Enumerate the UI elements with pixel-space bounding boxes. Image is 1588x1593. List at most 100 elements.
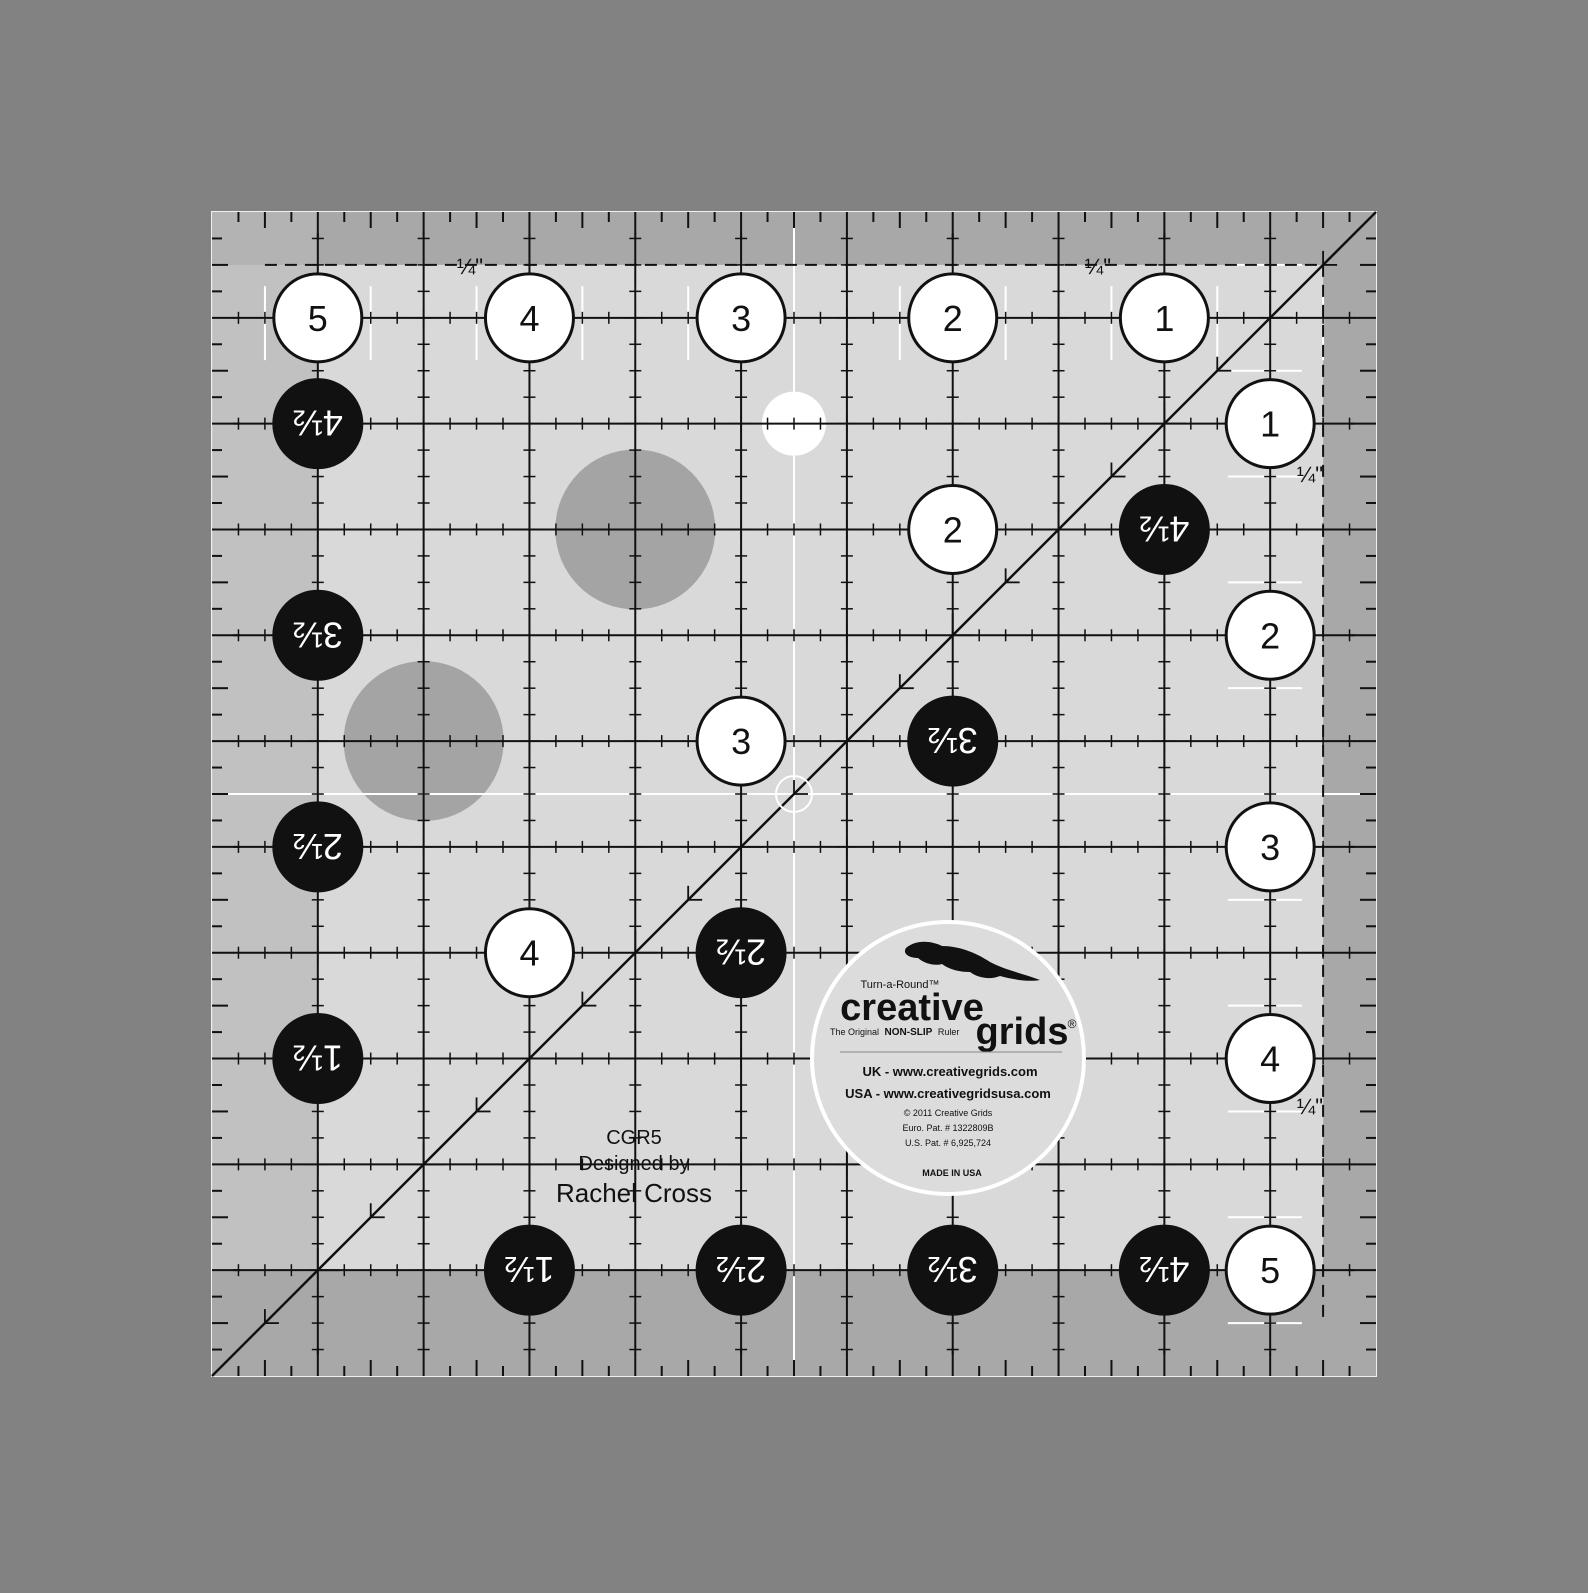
marker-bottom-half-1-label: 1½ [504, 1249, 554, 1290]
marker-diagonal-white-3: 3 [695, 695, 787, 787]
logo-subtitle-post: Ruler [938, 1027, 960, 1037]
marker-right-5-label: 5 [1260, 1250, 1280, 1291]
logo-subtitle-pre: The Original [830, 1027, 879, 1037]
marker-bottom-half-2-disc [695, 1224, 787, 1316]
marker-top-3: 3 [695, 272, 787, 364]
logo-brand-grids: grids [976, 1011, 1069, 1053]
marker-top-4: 4 [483, 272, 575, 364]
marker-right-2: 2 [1224, 589, 1316, 681]
quarter-inch-label-top-left: ¼" [457, 254, 483, 279]
marker-top-4-label: 4 [519, 298, 539, 339]
marker-bottom-half-2-label: 2½ [716, 1249, 766, 1290]
marker-top-5-label: 5 [308, 298, 328, 339]
designer-name: Rachel Cross [556, 1178, 712, 1208]
marker-diagonal-white-4-disc [483, 907, 575, 999]
marker-left-half-3: 2½ [272, 801, 364, 893]
marker-right-3-label: 3 [1260, 827, 1280, 868]
marker-left-half-1-disc [272, 378, 364, 470]
marker-diagonal-white-4-label: 4 [519, 933, 539, 974]
marker-right-5: 5 [1224, 1224, 1316, 1316]
marker-diagonal-black-3-label: 2½ [716, 932, 766, 973]
marker-right-3-disc [1224, 801, 1316, 893]
marker-right-5-disc [1224, 1224, 1316, 1316]
marker-diagonal-black-2-disc [907, 695, 999, 787]
logo-subtitle-bold: NON-SLIP [885, 1027, 933, 1038]
marker-right-4-disc [1224, 1013, 1316, 1105]
marker-right-4: 4 [1224, 1013, 1316, 1105]
marker-bottom-half-4-label: 4½ [1139, 1249, 1189, 1290]
quarter-inch-label-right-lower: ¼" [1297, 1094, 1323, 1119]
marker-left-half-2-disc [272, 589, 364, 681]
marker-right-3: 3 [1224, 801, 1316, 893]
quarter-inch-label-top-right: ¼" [1085, 254, 1111, 279]
ruler-number-markers: 5 4 3 2 1 1 2 3 4 5 4½ 3½ 2½ 1½ 1½ 2½ 3½ 4½ 2 3 4 4½ 3½ 2½ [272, 272, 1316, 1316]
designed-by-label: Designed by [578, 1153, 689, 1175]
marker-diagonal-white-2-disc [907, 483, 999, 575]
marker-top-3-disc [695, 272, 787, 364]
logo-us-patent: U.S. Pat. # 6,925,724 [905, 1138, 991, 1148]
logo-uk-website: UK - www.creativegrids.com [862, 1064, 1037, 1079]
logo-usa-website: USA - www.creativegridsusa.com [845, 1086, 1051, 1101]
marker-diagonal-white-3-disc [695, 695, 787, 787]
marker-diagonal-black-2-label: 3½ [928, 720, 978, 761]
marker-diagonal-black-3: 2½ [695, 907, 787, 999]
logo-euro-patent: Euro. Pat. # 1322809B [902, 1123, 993, 1133]
marker-left-half-1-label: 4½ [293, 403, 343, 444]
marker-right-4-label: 4 [1260, 1039, 1280, 1080]
marker-right-1: 1 [1224, 378, 1316, 470]
marker-right-1-label: 1 [1260, 404, 1280, 445]
logo-circle [810, 920, 1086, 1196]
marker-bottom-half-3-disc [907, 1224, 999, 1316]
marker-left-half-4-disc [272, 1013, 364, 1105]
quarter-inch-label-right-upper: ¼" [1297, 462, 1323, 487]
marker-diagonal-white-2: 2 [907, 483, 999, 575]
marker-diagonal-white-3-label: 3 [731, 721, 751, 762]
marker-left-half-4: 1½ [272, 1013, 364, 1105]
marker-top-5-disc [272, 272, 364, 364]
marker-top-2: 2 [907, 272, 999, 364]
marker-diagonal-black-1: 4½ [1118, 483, 1210, 575]
fox-icon [904, 941, 1040, 981]
marker-bottom-half-1: 1½ [483, 1224, 575, 1316]
model-number: CGR5 [606, 1127, 662, 1149]
marker-left-half-1: 4½ [272, 378, 364, 470]
marker-right-1-disc [1224, 378, 1316, 470]
marker-top-2-disc [907, 272, 999, 364]
marker-diagonal-black-1-disc [1118, 483, 1210, 575]
marker-top-1-label: 1 [1154, 298, 1174, 339]
marker-top-1: 1 [1118, 272, 1210, 364]
brand-logo-medallion: Turn-a-Round™ creative grids ® The Origi… [810, 920, 1086, 1196]
marker-bottom-half-4: 4½ [1118, 1224, 1210, 1316]
marker-right-2-disc [1224, 589, 1316, 681]
marker-diagonal-black-1-label: 4½ [1139, 508, 1189, 549]
marker-bottom-half-3-label: 3½ [928, 1249, 978, 1290]
marker-diagonal-black-3-disc [695, 907, 787, 999]
marker-diagonal-white-2-label: 2 [943, 509, 963, 550]
marker-left-half-3-disc [272, 801, 364, 893]
logo-copyright: © 2011 Creative Grids [904, 1108, 993, 1118]
marker-left-half-3-label: 2½ [293, 826, 343, 867]
logo-tagline: Turn-a-Round™ [860, 979, 939, 991]
marker-top-3-label: 3 [731, 298, 751, 339]
marker-left-half-2-label: 3½ [293, 614, 343, 655]
logo-subtitle: The Original NON-SLIP Ruler [830, 1027, 959, 1038]
marker-top-1-disc [1118, 272, 1210, 364]
marker-bottom-half-1-disc [483, 1224, 575, 1316]
marker-left-half-4-label: 1½ [293, 1038, 343, 1079]
logo-registered-mark: ® [1068, 1017, 1077, 1031]
marker-diagonal-black-2: 3½ [907, 695, 999, 787]
marker-left-half-2: 3½ [272, 589, 364, 681]
logo-brand-creative: creative [840, 987, 984, 1029]
marker-bottom-half-3: 3½ [907, 1224, 999, 1316]
marker-top-5: 5 [272, 272, 364, 364]
marker-right-2-label: 2 [1260, 615, 1280, 656]
marker-bottom-half-4-disc [1118, 1224, 1210, 1316]
logo-made-in: MADE IN USA [922, 1168, 982, 1178]
marker-bottom-half-2: 2½ [695, 1224, 787, 1316]
marker-top-2-label: 2 [943, 298, 963, 339]
diagonal-center-circle [775, 775, 813, 813]
marker-top-4-disc [483, 272, 575, 364]
marker-diagonal-white-4: 4 [483, 907, 575, 999]
